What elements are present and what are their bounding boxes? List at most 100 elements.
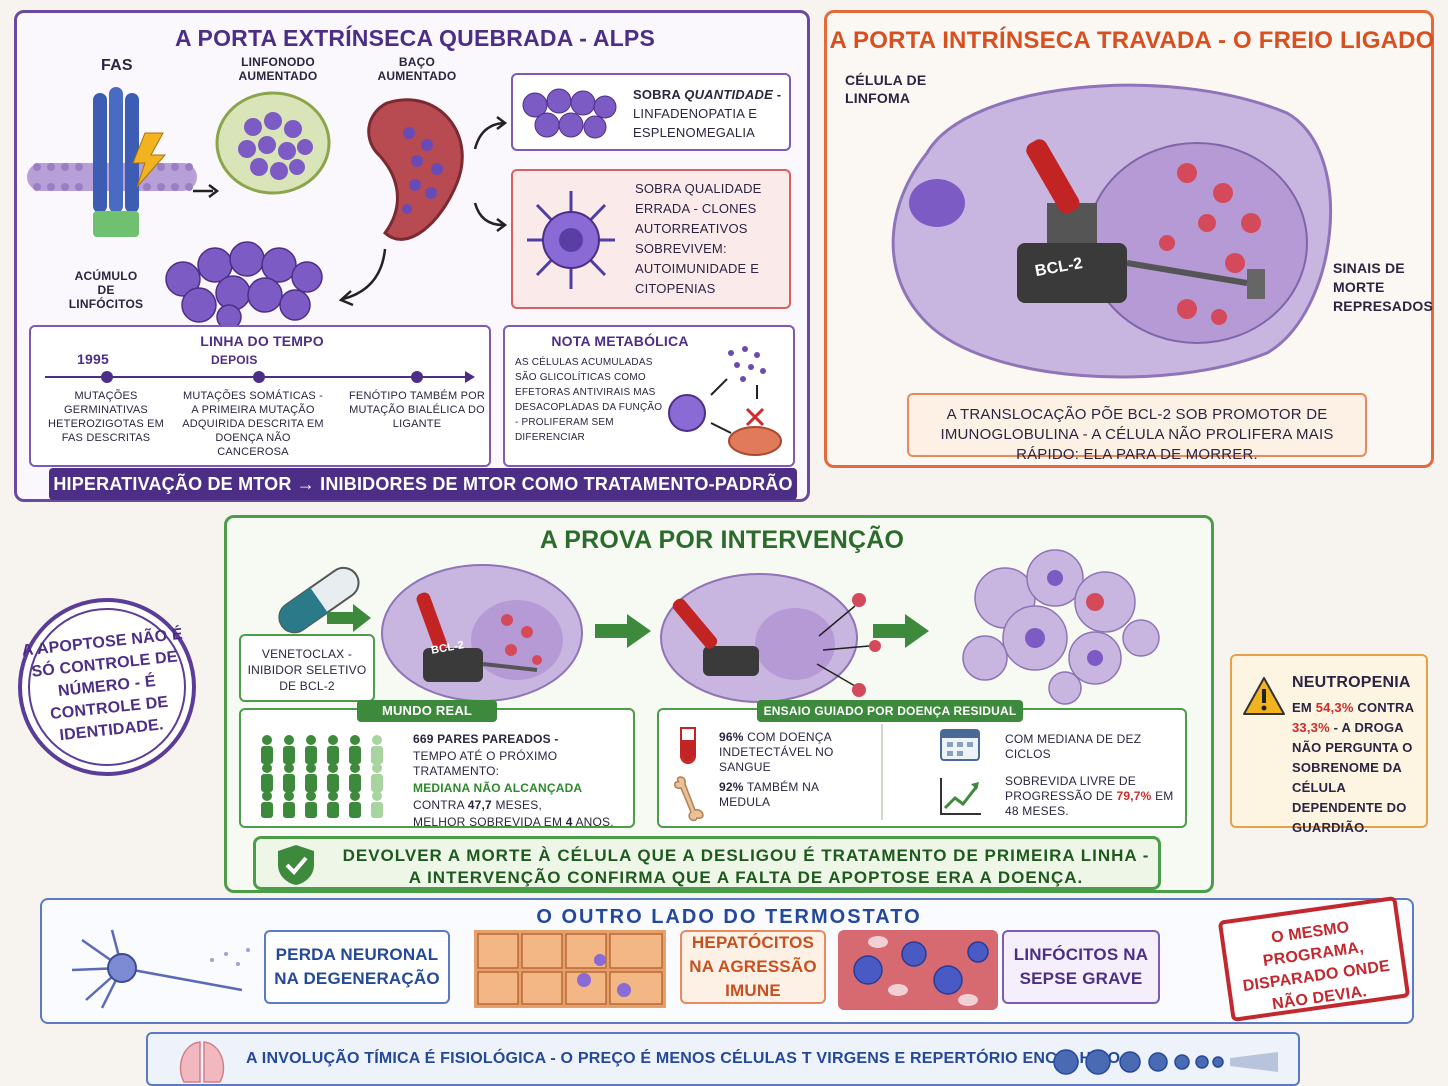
venetoclax-text: VENETOCLAX - INIBIDOR SELETIVO DE BCL-2 [247, 647, 367, 693]
mundo-l2: TEMPO ATÉ O PRÓXIMO TRATAMENTO: [413, 749, 558, 778]
panel-bcl2-title: A PORTA INTRÍNSECA TRAVADA - O FREIO LIG… [829, 27, 1435, 54]
baco-label: BAÇO AUMENTADO [377, 55, 457, 83]
timeline-year: 1995 [77, 351, 109, 367]
ensaio-tab: ENSAIO GUIADO POR DOENÇA RESIDUAL [757, 700, 1023, 722]
acumulo-label: ACÚMULO DE LINFÓCITOS [68, 269, 144, 311]
metabolism-icon [668, 346, 782, 456]
sinais-label: SINAIS DE MORTE REPRESADOS [1333, 260, 1434, 314]
cell-bcl2-icon [381, 564, 583, 702]
qualidade-text: SOBRA QUALIDADE ERRADA - CLONES AUTORREA… [635, 181, 762, 296]
mundo-l5c: ANOS. [572, 815, 614, 829]
mundo-real-tab: MUNDO REAL [357, 700, 497, 722]
panel-termostato: O OUTRO LADO DO TERMOSTATO PERDA NEURONA… [40, 898, 1414, 1024]
neutro-post: - A DROGA NÃO PERGUNTA O SOBRENOME DA CÉ… [1292, 720, 1413, 835]
panel-termostato-title: O OUTRO LADO DO TERMOSTATO [536, 906, 922, 928]
quantidade-box: SOBRA QUANTIDADE - LINFADENOPATIA E ESPL… [511, 73, 791, 151]
people-pairs-icon [261, 735, 383, 818]
mundo-l4: CONTRA 47,7 MESES, [413, 798, 633, 813]
ensaio-stat-2: 92% TAMBÉM NA MEDULA [719, 780, 859, 810]
sepsis-icon [838, 930, 998, 1010]
perda-neuronal-box: PERDA NEURONAL NA DEGENERAÇÃO [264, 930, 450, 1004]
stamp-inner-ring [28, 608, 186, 766]
quantidade-prefix: SOBRA [633, 87, 685, 102]
timeline-arrow [45, 371, 475, 383]
timeline-item-2: MUTAÇÕES SOMÁTICAS - A PRIMEIRA MUTAÇÃO … [182, 390, 324, 458]
bcl2-caption: A TRANSLOCAÇÃO PÕE BCL-2 SOB PROMOTOR DE… [907, 393, 1367, 463]
calendar-icon [940, 729, 980, 761]
ensaio-stat-4: SOBREVIDA LIVRE DE PROGRESSÃO DE 79,7% E… [1005, 774, 1185, 819]
green-arrow-icon [327, 604, 371, 632]
neutro-v1: 54,3% [1315, 700, 1354, 715]
qualidade-box: SOBRA QUALIDADE ERRADA - CLONES AUTORREA… [511, 169, 791, 309]
panel-alps-title: A PORTA EXTRÍNSECA QUEBRADA - ALPS [174, 25, 656, 51]
nota-box: NOTA METABÓLICA AS CÉLULAS ACUMULADAS SÃ… [503, 325, 795, 467]
apoptose-stamp: A APOPTOSE NÃO É SÓ CONTROLE DE NÚMERO -… [18, 598, 196, 776]
ensaio-box: ENSAIO GUIADO POR DOENÇA RESIDUAL 96% CO… [657, 700, 1187, 828]
timeline-item-3: FENÓTIPO TAMBÉM POR MUTAÇÃO BIALÉLICA DO… [349, 390, 486, 430]
hepatocyte-tissue-icon [474, 930, 666, 1008]
quantidade-suffix: - [772, 87, 782, 102]
neutro-pre: EM [1292, 700, 1316, 715]
thymus-icon [179, 1041, 225, 1083]
mundo-l4a: CONTRA [413, 798, 468, 812]
mundo-l5a: MELHOR SOBREVIDA EM [413, 815, 566, 829]
neutropenia-box: NEUTROPENIA EM 54,3% CONTRA 33,3% - A DR… [1230, 654, 1428, 835]
involucao-bar: A INVOLUÇÃO TÍMICA É FISIOLÓGICA - O PRE… [146, 1032, 1300, 1086]
ensaio-stat-1: 96% COM DOENÇA INDETECTÁVEL NO SANGUE [719, 730, 879, 775]
ensaio-s4a: SOBREVIDA LIVRE DE PROGRESSÃO DE [1005, 774, 1136, 803]
ensaio-s4c: EM 48 MESES. [1005, 789, 1174, 818]
venetoclax-box: VENETOCLAX - INIBIDOR SELETIVO DE BCL-2 [239, 634, 375, 702]
panel-intervencao: A PROVA POR INTERVENÇÃO VENETOCLAX - INI… [224, 515, 1214, 893]
ensaio-s2a: 92% [719, 780, 744, 794]
green-arrow-icon [595, 614, 651, 648]
fas-label: FAS [101, 57, 133, 74]
arrow-icon [193, 184, 220, 198]
timeline-box: LINHA DO TEMPO 1995 DEPOIS MUTAÇÕES GERM… [29, 325, 491, 467]
panel-alps: A PORTA EXTRÍNSECA QUEBRADA - ALPS FAS L… [14, 10, 810, 502]
quantidade-text: SOBRA QUANTIDADE - LINFADENOPATIA E ESPL… [633, 85, 789, 142]
warning-icon [1243, 677, 1285, 715]
ensaio-s2b: TAMBÉM NA MEDULA [719, 780, 819, 809]
ensaio-s1b: COM DOENÇA INDETECTÁVEL NO SANGUE [719, 730, 834, 774]
nota-text: AS CÉLULAS ACUMULADAS SÃO GLICOLÍTICAS C… [515, 357, 663, 443]
shrinking-cells-icon [1053, 1049, 1278, 1075]
stamp-text: A APOPTOSE NÃO É SÓ CONTROLE DE NÚMERO -… [21, 625, 184, 745]
mundo-real-stats: 669 PARES PAREADOS - TEMPO ATÉ O PRÓXIMO… [413, 732, 633, 830]
shield-check-icon [278, 845, 314, 885]
mundo-l1: 669 PARES PAREADOS - [413, 732, 559, 746]
timeline-depois: DEPOIS [211, 353, 258, 367]
ensaio-s4b: 79,7% [1116, 789, 1152, 803]
divider [881, 724, 883, 820]
growth-chart-icon [940, 778, 981, 815]
ensaio-s1a: 96% [719, 730, 744, 744]
neutro-v2: 33,3% [1292, 720, 1330, 735]
fas-receptor-icon [27, 87, 197, 237]
green-arrow-icon [873, 614, 929, 648]
neutropenia-body: EM 54,3% CONTRA 33,3% - A DROGA NÃO PERG… [1292, 698, 1428, 838]
mundo-l3: MEDIANA NÃO ALCANÇADA [413, 781, 583, 795]
apoptotic-cell-icon [962, 549, 1160, 705]
hepatocitos-box: HEPATÓCITOS NA AGRESSÃO IMUNE [680, 930, 826, 1004]
bone-icon [674, 776, 704, 822]
autoreactive-cell-icon [527, 191, 615, 289]
arrow-down-right-icon [473, 202, 508, 232]
timeline-title: LINHA DO TEMPO [200, 333, 324, 349]
mundo-real-box: MUNDO REAL 669 PARES PAREADOS - TEMPO AT… [239, 700, 635, 830]
timeline-item-1: MUTAÇÕES GERMINATIVAS HETEROZIGOTAS EM F… [47, 390, 165, 444]
celula-label: CÉLULA DE LINFOMA [845, 72, 927, 106]
panel-intervencao-title: A PROVA POR INTERVENÇÃO [539, 526, 905, 554]
blood-tube-icon [680, 727, 696, 764]
mundo-l5b: 4 [565, 815, 573, 829]
nota-title: NOTA METABÓLICA [551, 333, 689, 349]
mtor-banner: HIPERATIVAÇÃO DE mTOR → INIBIDORES DE mT… [49, 468, 797, 500]
cell-released-icon [660, 573, 881, 703]
neutro-mid: CONTRA [1353, 700, 1414, 715]
ensaio-stat-3: COM MEDIANA DE DEZ CICLOS [1005, 732, 1142, 761]
linfocitos-box: LINFÓCITOS NA SEPSE GRAVE [1002, 930, 1160, 1004]
involucao-text: A INVOLUÇÃO TÍMICA É FISIOLÓGICA - O PRE… [246, 1050, 1125, 1067]
neutropenia-title: NEUTROPENIA [1292, 674, 1411, 691]
primeira-linha-banner: DEVOLVER A MORTE À CÉLULA QUE A DESLIGOU… [253, 836, 1161, 890]
neuron-icon [71, 929, 250, 1009]
linfonodo-label: LINFONODO AUMENTADO [238, 55, 318, 83]
spleen-icon [367, 98, 464, 241]
